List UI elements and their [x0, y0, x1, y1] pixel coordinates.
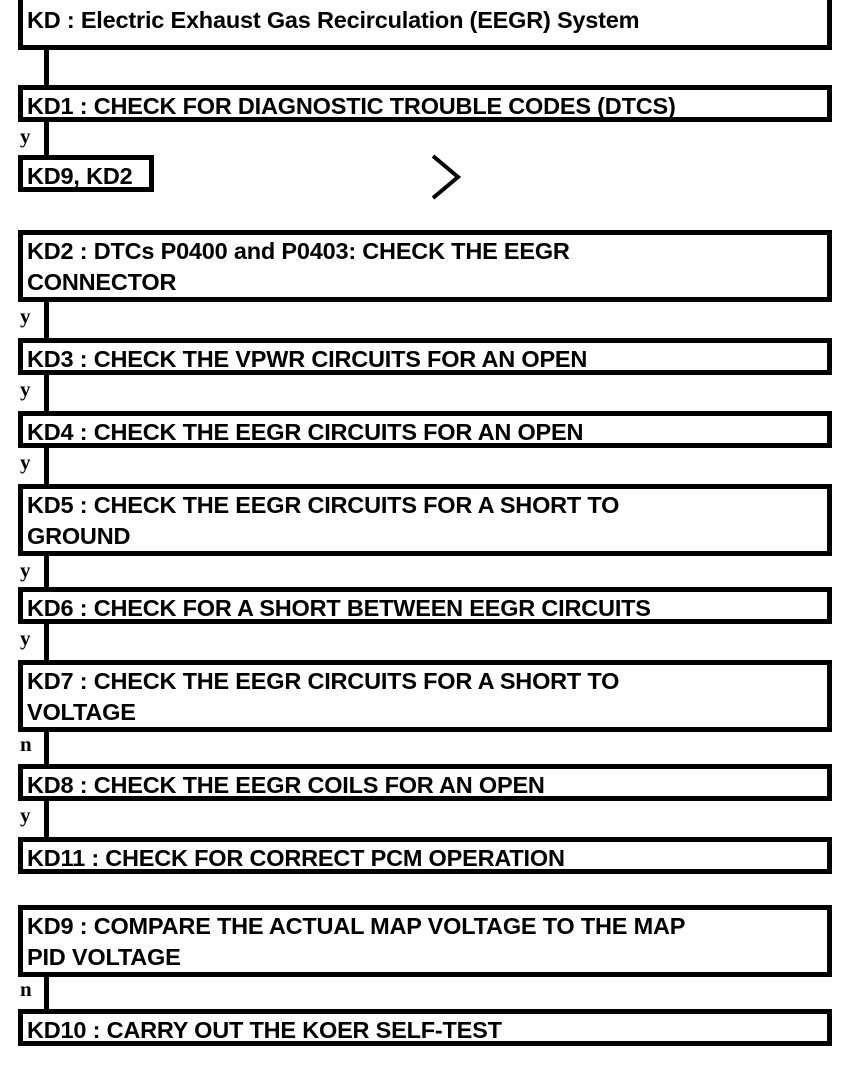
flow-node-kd2-label: KD2 : DTCs P0400 and P0403: CHECK THE EE…: [27, 238, 570, 295]
connector-kd3-to-kd4: [44, 375, 49, 411]
flow-node-kd6-label: KD6 : CHECK FOR A SHORT BETWEEN EEGR CIR…: [27, 595, 651, 621]
branch-label-kd9-to-kd10: n: [20, 977, 32, 1001]
flow-node-kd2[interactable]: KD2 : DTCs P0400 and P0403: CHECK THE EE…: [18, 230, 832, 302]
branch-label-kd3-to-kd4: y: [20, 377, 31, 401]
flow-node-kd7-label: KD7 : CHECK THE EEGR CIRCUITS FOR A SHOR…: [27, 668, 620, 725]
flow-node-kd5-label: KD5 : CHECK THE EEGR CIRCUITS FOR A SHOR…: [27, 492, 620, 549]
connector-kd2-to-kd3: [44, 302, 49, 338]
chevron-right-icon: [428, 152, 464, 202]
flow-node-kd7[interactable]: KD7 : CHECK THE EEGR CIRCUITS FOR A SHOR…: [18, 660, 832, 732]
connector-kd-to-kd1: [44, 50, 49, 85]
branch-label-kd7-to-kd8: n: [20, 732, 32, 756]
connector-kd6-to-kd7: [44, 624, 49, 660]
flow-node-kd11[interactable]: KD11 : CHECK FOR CORRECT PCM OPERATION: [18, 837, 832, 874]
flow-node-kd9[interactable]: KD9 : COMPARE THE ACTUAL MAP VOLTAGE TO …: [18, 905, 832, 977]
flow-node-kd9-label: KD9 : COMPARE THE ACTUAL MAP VOLTAGE TO …: [27, 913, 686, 970]
connector-kd8-to-kd11: [44, 801, 49, 837]
branch-label-kd4-to-kd5: y: [20, 450, 31, 474]
flow-node-kd8-label: KD8 : CHECK THE EEGR COILS FOR AN OPEN: [27, 772, 545, 798]
connector-kd4-to-kd5: [44, 448, 49, 484]
branch-label-kd6-to-kd7: y: [20, 626, 31, 650]
flow-node-kd3-label: KD3 : CHECK THE VPWR CIRCUITS FOR AN OPE…: [27, 346, 588, 372]
flow-node-ref-kd9-kd2[interactable]: KD9, KD2: [18, 155, 154, 192]
flow-node-kd11-label: KD11 : CHECK FOR CORRECT PCM OPERATION: [27, 845, 565, 871]
connector-kd9-to-kd10: [44, 977, 49, 1009]
flow-node-kd10-label: KD10 : CARRY OUT THE KOER SELF-TEST: [27, 1017, 502, 1043]
branch-label-kd2-to-kd3: y: [20, 304, 31, 328]
flow-node-kd1-label: KD1 : CHECK FOR DIAGNOSTIC TROUBLE CODES…: [27, 93, 676, 119]
connector-kd1-to-ref1: [44, 122, 49, 155]
flow-node-kd[interactable]: KD : Electric Exhaust Gas Recirculation …: [18, 0, 832, 50]
connector-kd5-to-kd6: [44, 556, 49, 592]
flow-node-kd-label: KD : Electric Exhaust Gas Recirculation …: [27, 7, 640, 33]
flow-node-kd8[interactable]: KD8 : CHECK THE EEGR COILS FOR AN OPEN: [18, 764, 832, 801]
flow-node-kd4[interactable]: KD4 : CHECK THE EEGR CIRCUITS FOR AN OPE…: [18, 411, 832, 448]
flow-node-kd6[interactable]: KD6 : CHECK FOR A SHORT BETWEEN EEGR CIR…: [18, 587, 832, 624]
flow-node-kd1[interactable]: KD1 : CHECK FOR DIAGNOSTIC TROUBLE CODES…: [18, 85, 832, 122]
branch-label-kd5-to-kd6: y: [20, 558, 31, 582]
flow-node-kd10[interactable]: KD10 : CARRY OUT THE KOER SELF-TEST: [18, 1009, 832, 1046]
flow-node-kd3[interactable]: KD3 : CHECK THE VPWR CIRCUITS FOR AN OPE…: [18, 338, 832, 375]
flow-node-ref-kd9-kd2-label: KD9, KD2: [27, 163, 133, 189]
flow-node-kd5[interactable]: KD5 : CHECK THE EEGR CIRCUITS FOR A SHOR…: [18, 484, 832, 556]
branch-label-kd1-to-ref1: y: [20, 124, 31, 148]
branch-label-kd8-to-kd11: y: [20, 803, 31, 827]
connector-kd7-to-kd8: [44, 732, 49, 764]
flow-node-kd4-label: KD4 : CHECK THE EEGR CIRCUITS FOR AN OPE…: [27, 419, 584, 445]
